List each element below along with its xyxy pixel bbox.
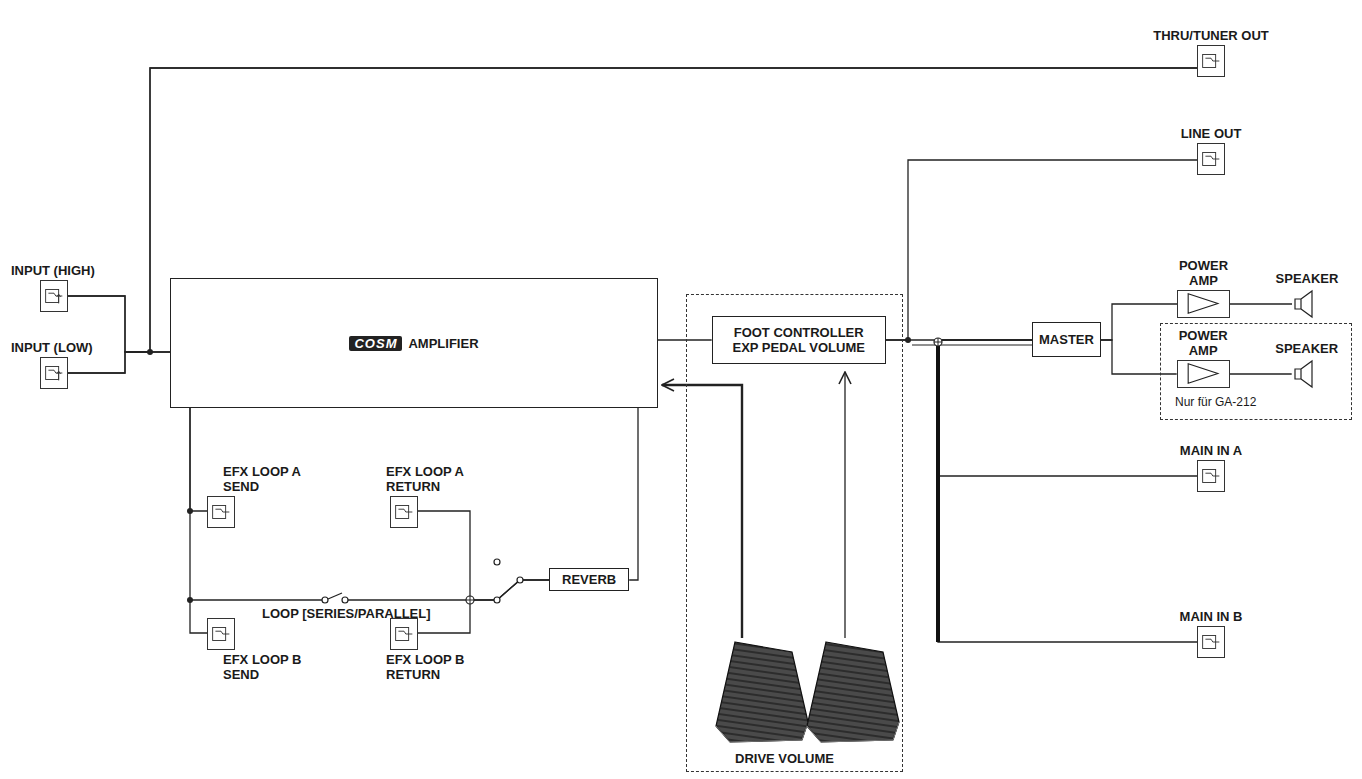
port-label: INPUT (HIGH) (11, 263, 95, 278)
jack-icon (1198, 144, 1224, 174)
speaker: SPEAKER (1292, 289, 1322, 319)
spk-icon (1292, 289, 1322, 319)
port-label: THRU/TUNER OUT (1153, 28, 1269, 43)
double-line (912, 344, 1032, 345)
summing-point (466, 596, 474, 604)
signal-line (190, 408, 207, 511)
jack-icon (391, 619, 417, 649)
port-label: EFX LOOP A SEND (223, 464, 323, 494)
switch-label: LOOP [SERIES/PARALLEL] (262, 606, 431, 621)
jack-socket: INPUT (LOW) (40, 357, 68, 389)
signal-line (938, 340, 1197, 642)
port-label: EFX LOOP B SEND (223, 652, 323, 682)
switch-contact (494, 597, 500, 603)
port-label: POWER AMP (1174, 258, 1234, 288)
control-arrow (662, 385, 742, 638)
jack-socket: INPUT (HIGH) (40, 280, 68, 312)
switch-blade (328, 593, 342, 599)
signal-line (418, 511, 549, 600)
signal-line (938, 340, 1197, 476)
expression-pedal (716, 642, 808, 742)
spk-icon (1292, 359, 1322, 389)
jack-icon (208, 497, 234, 527)
box-label: AMPLIFIER (408, 336, 478, 351)
dashed-region: DRIVE VOLUME FOOT CONTROLLER EXP PEDAL VO… (686, 294, 903, 772)
junction-dot (147, 349, 153, 355)
jack-socket: MAIN IN B (1197, 626, 1225, 658)
switch-pivot (517, 577, 523, 583)
brand-logo: COSM (349, 336, 402, 351)
dashed-region: Nur für GA-212 POWER AMP SPEAKER (1160, 323, 1352, 420)
jack-socket: THRU/TUNER OUT (1197, 45, 1225, 77)
signal-line (1101, 340, 1177, 374)
signal-line (68, 352, 170, 373)
signal-line (1230, 303, 1292, 304)
jack-socket: LINE OUT (1197, 143, 1225, 175)
loop-bus (190, 599, 322, 600)
summing-point (934, 338, 942, 346)
signal-line (629, 408, 638, 580)
jack-icon (1198, 627, 1224, 657)
box-label: FOOT CONTROLLER EXP PEDAL VOLUME (724, 325, 874, 355)
switch-contact (494, 559, 500, 565)
junction-dot (187, 508, 193, 514)
port-label: LINE OUT (1181, 126, 1242, 141)
amplifier-block: COSM AMPLIFIER (170, 278, 658, 408)
junction-dot (187, 597, 193, 603)
port-label: INPUT (LOW) (11, 340, 93, 355)
control-arrow (844, 372, 845, 638)
jack-icon (1198, 461, 1224, 491)
junction-dot (905, 337, 911, 343)
port-label: SPEAKER (1275, 341, 1338, 356)
jack-icon (391, 497, 417, 527)
expression-pedal (807, 642, 899, 742)
port-label: EFX LOOP A RETURN (386, 464, 486, 494)
port-label: POWER AMP (1173, 328, 1233, 358)
jack-socket: EFX LOOP B RETURN (390, 618, 418, 650)
port-label: MAIN IN B (1180, 609, 1243, 624)
process-box: MASTER (1032, 322, 1101, 357)
jack-socket: EFX LOOP A RETURN (390, 496, 418, 528)
pamp-icon (1178, 361, 1229, 387)
signal-line (1230, 373, 1292, 374)
switch-contact (342, 597, 348, 603)
jack-socket: MAIN IN A (1197, 460, 1225, 492)
signal-line (418, 580, 549, 633)
jack-icon (41, 281, 67, 311)
process-box: FOOT CONTROLLER EXP PEDAL VOLUME (712, 316, 886, 364)
pamp-icon (1178, 291, 1229, 317)
jack-socket: EFX LOOP A SEND (207, 496, 235, 528)
port-label: SPEAKER (1276, 271, 1339, 286)
bus-bar (936, 346, 940, 642)
signal-line (886, 160, 1197, 340)
power-amp: POWER AMP (1177, 290, 1230, 318)
jack-icon (1198, 46, 1224, 76)
power-amp: POWER AMP (1177, 360, 1230, 388)
signal-line (1101, 304, 1177, 340)
jack-icon (208, 619, 234, 649)
loop-bus (348, 599, 466, 600)
process-box: REVERB (549, 568, 629, 591)
box-label: MASTER (1039, 332, 1094, 347)
region-label: DRIVE VOLUME (735, 751, 834, 766)
signal-line (658, 339, 712, 340)
port-label: EFX LOOP B RETURN (386, 652, 486, 682)
switch-contact (322, 597, 328, 603)
jack-icon (41, 358, 67, 388)
box-label: REVERB (562, 572, 616, 587)
region-label: Nur für GA-212 (1175, 395, 1256, 410)
speaker: SPEAKER (1292, 359, 1322, 389)
jack-socket: EFX LOOP B SEND (207, 618, 235, 650)
port-label: MAIN IN A (1180, 443, 1242, 458)
